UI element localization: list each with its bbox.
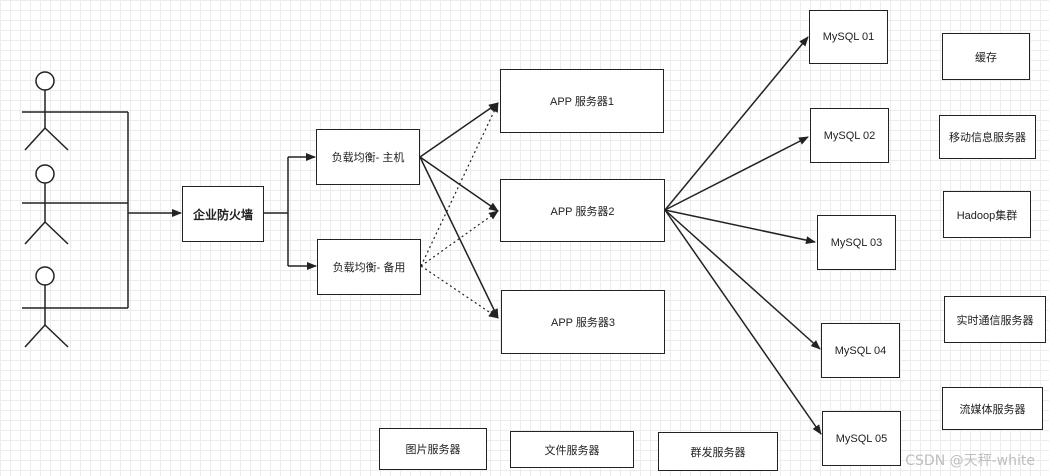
image-server-box[interactable]: 图片服务器 <box>379 428 487 470</box>
user-bus-connector <box>127 112 182 308</box>
lb-backup-box[interactable]: 负载均衡- 备用 <box>317 239 421 295</box>
csdn-watermark: CSDN @天秤-white <box>905 453 1035 469</box>
mysql-03-box[interactable]: MySQL 03 <box>817 215 896 270</box>
firewall-to-lb-connector <box>264 153 317 270</box>
mass-server-box[interactable]: 群发服务器 <box>658 432 778 471</box>
app-server-3-box[interactable]: APP 服务器3 <box>501 290 665 354</box>
user-actor-1 <box>22 71 128 151</box>
mysql-05-box[interactable]: MySQL 05 <box>822 411 901 466</box>
mobile-server-box[interactable]: 移动信息服务器 <box>939 115 1036 159</box>
realtime-server-box[interactable]: 实时通信服务器 <box>944 296 1046 343</box>
hadoop-cluster-box[interactable]: Hadoop集群 <box>943 191 1031 238</box>
lb-main-box[interactable]: 负载均衡- 主机 <box>316 129 420 185</box>
cache-box[interactable]: 缓存 <box>942 33 1030 80</box>
firewall-box[interactable]: 企业防火墙 <box>182 186 264 242</box>
app-to-mysql-arrows <box>664 36 822 435</box>
mysql-02-box[interactable]: MySQL 02 <box>810 108 889 163</box>
lb-backup-arrows <box>420 102 499 319</box>
user-actor-3 <box>22 266 128 348</box>
app-server-1-box[interactable]: APP 服务器1 <box>500 69 664 133</box>
lb-main-arrows <box>419 102 499 319</box>
mysql-01-box[interactable]: MySQL 01 <box>809 10 888 64</box>
user-actor-2 <box>22 164 128 245</box>
mysql-04-box[interactable]: MySQL 04 <box>821 323 900 378</box>
app-server-2-box[interactable]: APP 服务器2 <box>500 179 665 242</box>
file-server-box[interactable]: 文件服务器 <box>510 431 634 468</box>
streaming-server-box[interactable]: 流媒体服务器 <box>942 387 1043 430</box>
